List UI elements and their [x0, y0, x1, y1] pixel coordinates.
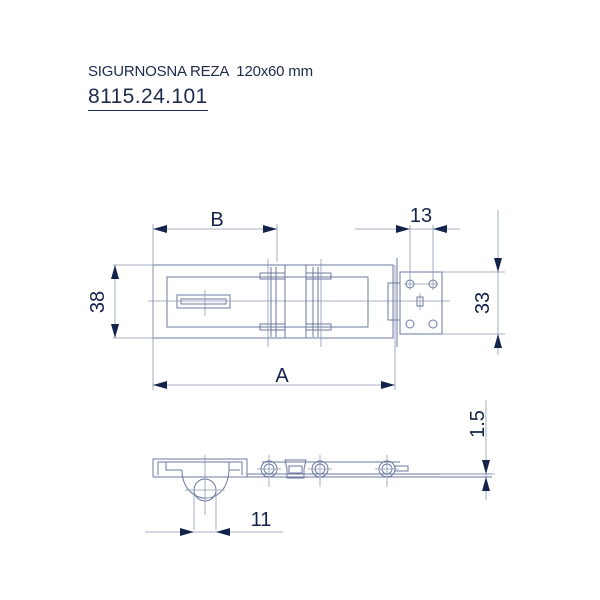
- dimension-label-b: B: [210, 209, 223, 231]
- slot-outer: [176, 294, 231, 309]
- dimension-11: 11: [145, 509, 283, 536]
- dimension-b: B: [152, 209, 278, 390]
- dimension-1-5: 1.5: [440, 400, 495, 500]
- dimension-a: A: [153, 265, 396, 390]
- arrow-head: [482, 477, 490, 491]
- arrow-head: [494, 334, 502, 348]
- dimension-label-13: 13: [410, 205, 432, 227]
- dimension-33: 33: [442, 210, 505, 355]
- hasp-inner-outline: [166, 276, 369, 328]
- arrow-head: [494, 258, 502, 272]
- top-view: [148, 258, 450, 347]
- hinge: [259, 259, 332, 347]
- arrow-head: [153, 381, 167, 389]
- arrow-head: [111, 324, 119, 338]
- arrow-head: [180, 528, 194, 536]
- arrow-head: [153, 225, 167, 233]
- dimension-label-11: 11: [251, 509, 272, 531]
- dimension-label-1-5: 1.5: [467, 410, 489, 438]
- arrow-head: [263, 225, 277, 233]
- dimension-label-a: A: [275, 365, 289, 387]
- arrow-head: [381, 381, 395, 389]
- side-view: [152, 455, 492, 530]
- arrow-head: [482, 460, 490, 474]
- arrow-head: [216, 528, 230, 536]
- dimension-label-38: 38: [87, 291, 109, 313]
- slot-inner: [180, 298, 227, 305]
- base-plate: [387, 258, 443, 347]
- drawing-title: SIGURNOSNA REZA 120x60 mm: [88, 63, 313, 80]
- arrow-head: [111, 265, 119, 279]
- article-code: 8115.24.101: [88, 85, 208, 111]
- arrow-head: [396, 225, 410, 233]
- arrow-head: [433, 225, 447, 233]
- dimension-38: 38: [87, 264, 153, 339]
- dimension-13: 13: [355, 205, 460, 290]
- dimension-label-33: 33: [472, 292, 494, 314]
